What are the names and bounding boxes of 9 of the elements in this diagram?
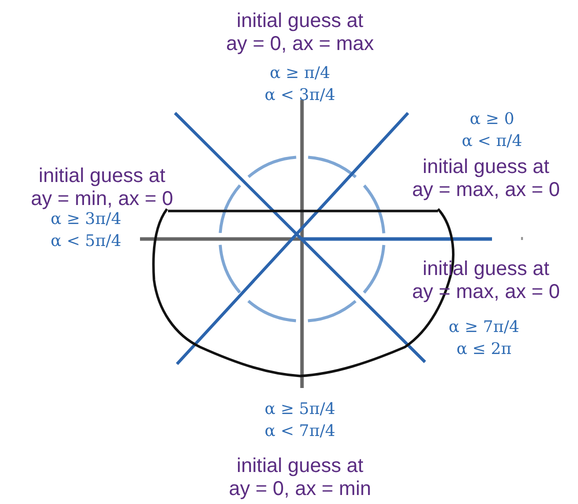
- guess-note: initial guess at ay = 0, ax = min: [228, 455, 372, 501]
- angle-range-text: α ≥ π/4 α < 3π/4: [264, 62, 336, 106]
- guess-note: initial guess at ay = min, ax = 0: [30, 165, 174, 211]
- angle-range-text: α ≥ 3π/4 α < 5π/4: [50, 209, 122, 252]
- angle-range-text: α ≥ 7π/4 α ≤ 2π: [448, 316, 520, 360]
- guess-note: initial guess at ay = 0, ax = max: [225, 10, 375, 56]
- angle-range-text: α ≥ 0 α < π/4: [460, 108, 524, 152]
- angle-range-text: α ≥ 5π/4 α < 7π/4: [264, 398, 336, 442]
- guess-note: initial guess at ay = max, ax = 0: [411, 156, 561, 202]
